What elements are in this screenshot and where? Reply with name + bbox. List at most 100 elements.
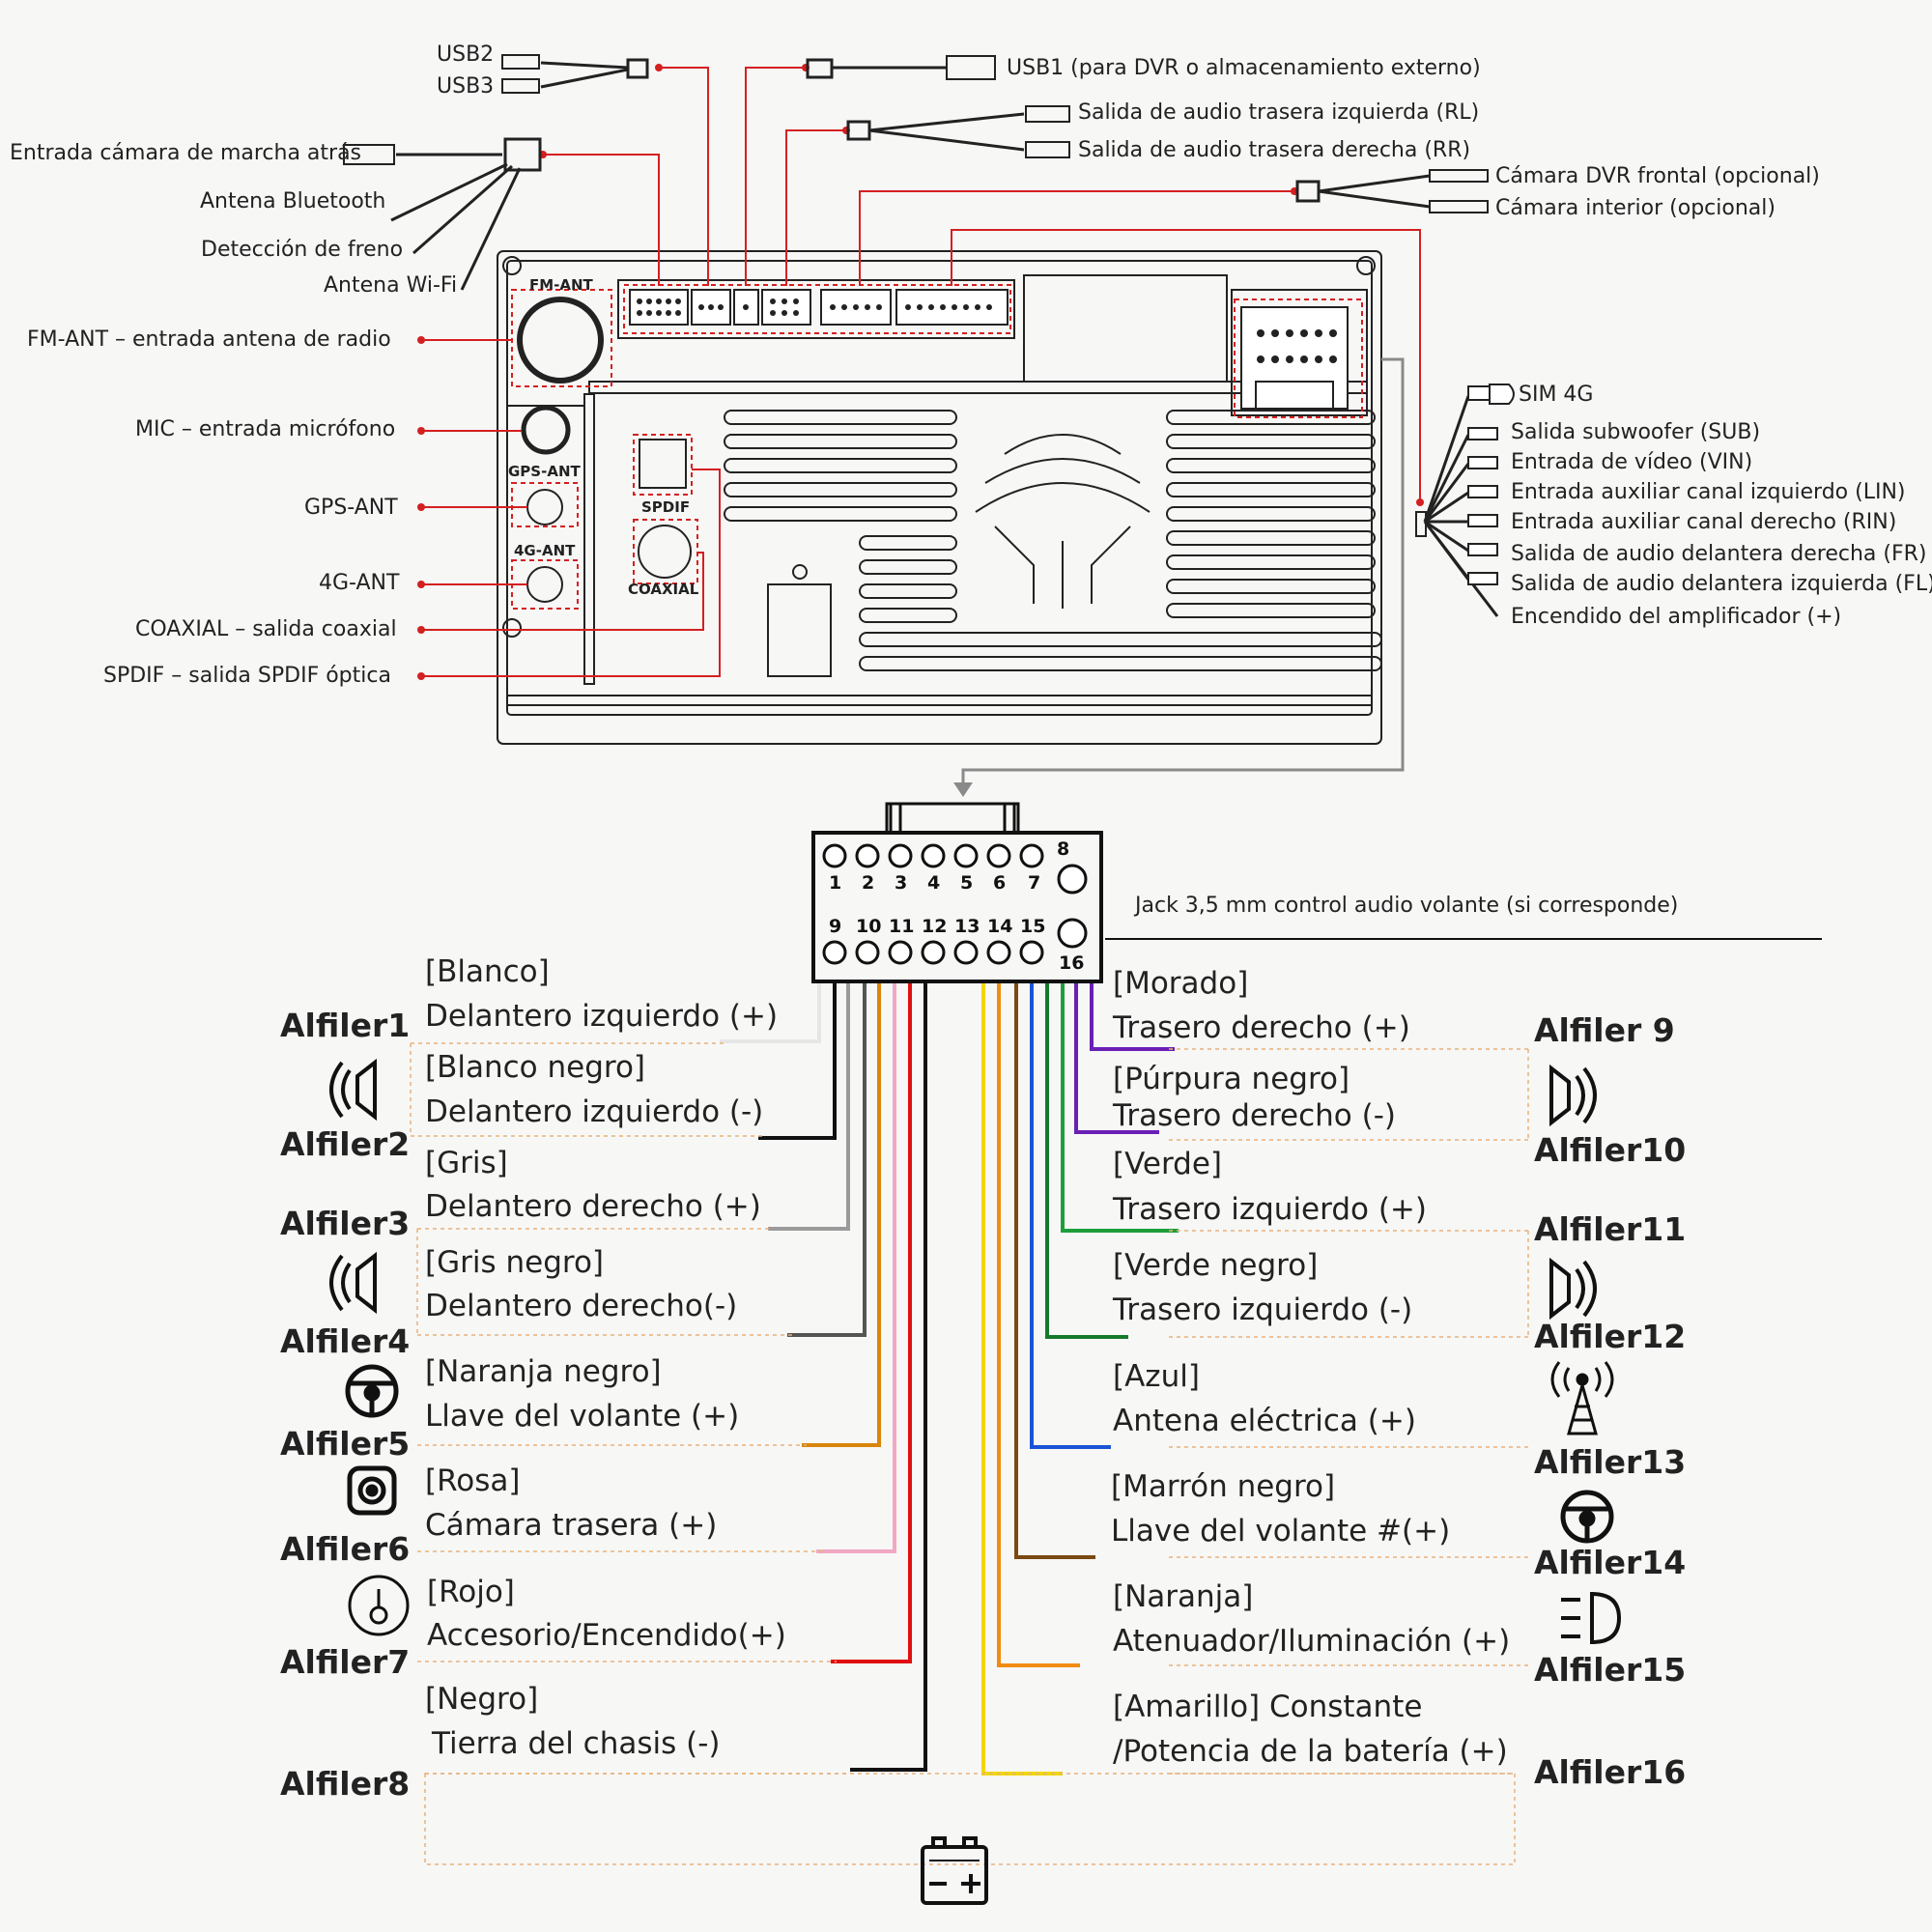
wire-color-label: [Rojo] xyxy=(427,1575,515,1609)
wire-color-label: [Blanco] xyxy=(425,954,550,989)
callout-lines xyxy=(421,67,1421,677)
amp-label: Encendido del amplificador (+) xyxy=(1511,605,1842,629)
pin-number: 5 xyxy=(960,872,974,894)
heatsink xyxy=(724,410,1382,677)
pin-hole xyxy=(986,843,1011,868)
pin-hole xyxy=(921,843,946,868)
pin-hole xyxy=(953,940,979,965)
grey-arrowhead xyxy=(953,782,973,797)
pin-number: 10 xyxy=(856,916,882,937)
lin-label: Entrada auxiliar canal izquierdo (LIN) xyxy=(1511,480,1906,504)
unit-4g-label: 4G-ANT xyxy=(514,542,576,559)
unit-fm-label: FM-ANT xyxy=(529,276,593,294)
wire-function-label: Llave del volante #(+) xyxy=(1111,1514,1451,1548)
wire-right xyxy=(997,983,1080,1667)
interior-camera-label: Cámara interior (opcional) xyxy=(1495,196,1776,220)
battery-icon xyxy=(921,1836,988,1905)
wire-function-label: Trasero izquierdo (+) xyxy=(1113,1192,1427,1227)
speaker-icon xyxy=(1549,1257,1597,1321)
wire-right xyxy=(1030,983,1111,1449)
iso-connector xyxy=(811,802,1103,983)
fm-label: FM-ANT – entrada antena de radio xyxy=(27,327,391,352)
mic-label: MIC – entrada micrófono xyxy=(135,417,396,441)
wire-function-label: Delantero derecho(-) xyxy=(425,1289,738,1323)
fr-label: Salida de audio delantera derecha (FR) xyxy=(1511,542,1927,566)
pin-hole xyxy=(986,940,1011,965)
pin-name: Alfiler10 xyxy=(1534,1131,1687,1169)
pin-hole xyxy=(822,940,847,965)
wire-right xyxy=(1061,983,1179,1233)
top-connector-pins xyxy=(637,298,1337,363)
pin-name: Alfiler6 xyxy=(280,1530,411,1568)
wire-function-label: Trasero derecho (+) xyxy=(1113,1010,1410,1045)
pin-number: 4 xyxy=(927,872,941,894)
pin-hole xyxy=(921,940,946,965)
usb2-label: USB2 xyxy=(437,43,495,67)
pin-hole xyxy=(1057,918,1088,949)
speaker-icon xyxy=(329,1251,377,1315)
pin-name: Alfiler2 xyxy=(280,1125,411,1163)
pin-number: 15 xyxy=(1020,916,1046,937)
bluetooth-label: Antena Bluetooth xyxy=(200,189,386,213)
brake-label: Detección de freno xyxy=(201,238,404,262)
wire-left xyxy=(831,983,912,1663)
headlight-icon xyxy=(1561,1591,1622,1645)
reverse-camera-label: Entrada cámara de marcha atrás xyxy=(10,141,362,165)
fl-label: Salida de audio delantera izquierda (FL) xyxy=(1511,572,1932,596)
wire-left xyxy=(802,983,881,1447)
wire-color-label: [Verde negro] xyxy=(1113,1248,1319,1283)
wire-color-label: [Marrón negro] xyxy=(1111,1469,1336,1504)
pin-name: Alfiler13 xyxy=(1534,1443,1687,1481)
pin-name: Alfiler14 xyxy=(1534,1544,1687,1581)
pin-number: 7 xyxy=(1028,872,1041,894)
wire-left xyxy=(816,983,896,1553)
pin-number: 13 xyxy=(954,916,980,937)
pin-name: Alfiler4 xyxy=(280,1322,411,1360)
pin-number: 8 xyxy=(1057,838,1070,860)
rl-label: Salida de audio trasera izquierda (RL) xyxy=(1078,100,1480,125)
wire-color-label: [Naranja negro] xyxy=(425,1354,662,1389)
battery-box xyxy=(424,1773,1516,1865)
pin-name: Alfiler15 xyxy=(1534,1651,1687,1689)
wire-function-label: Accesorio/Encendido(+) xyxy=(427,1618,786,1653)
pin-hole xyxy=(953,843,979,868)
cables xyxy=(343,54,1499,617)
pin-hole xyxy=(822,843,847,868)
antenna-icon xyxy=(1550,1361,1614,1435)
pin-name: Alfiler7 xyxy=(280,1643,411,1681)
wire-left xyxy=(850,983,927,1772)
wire-color-label: [Gris] xyxy=(425,1146,508,1180)
gps-label: GPS-ANT xyxy=(304,496,398,520)
wire-right xyxy=(1045,983,1128,1339)
wire-function-label: Delantero izquierdo (+) xyxy=(425,999,779,1034)
wire-right xyxy=(981,983,1063,1776)
pin-name: Alfiler3 xyxy=(280,1205,411,1242)
dvr-front-label: Cámara DVR frontal (opcional) xyxy=(1495,164,1820,188)
pin-hole xyxy=(888,940,913,965)
wire-right xyxy=(1074,983,1159,1134)
steering-wheel-icon xyxy=(1560,1490,1614,1544)
wire-color-label: [Negro] xyxy=(425,1682,539,1717)
pin-name: Alfiler11 xyxy=(1534,1210,1687,1248)
wire-function-label: Trasero izquierdo (-) xyxy=(1113,1293,1413,1327)
pin-number: 2 xyxy=(862,872,875,894)
vin-label: Entrada de vídeo (VIN) xyxy=(1511,450,1753,474)
rr-label: Salida de audio trasera derecha (RR) xyxy=(1078,138,1471,162)
unit-coaxial-label: COAXIAL xyxy=(628,581,699,598)
coaxial-label: COAXIAL – salida coaxial xyxy=(135,617,397,641)
sub-label: Salida subwoofer (SUB) xyxy=(1511,420,1761,444)
wire-color-label: [Verde] xyxy=(1113,1147,1223,1181)
wire-function-label: Tierra del chasis (-) xyxy=(432,1726,721,1761)
wire-left xyxy=(720,983,821,1043)
wire-function-label: Trasero derecho (-) xyxy=(1113,1098,1397,1133)
pin-number: 14 xyxy=(987,916,1013,937)
spdif-label: SPDIF – salida SPDIF óptica xyxy=(103,664,391,688)
pin-hole xyxy=(1057,864,1088,895)
unit-gps-label: GPS-ANT xyxy=(508,463,581,480)
wire-function-label: Antena eléctrica (+) xyxy=(1113,1404,1416,1438)
wire-right xyxy=(1014,983,1095,1559)
wire-color-label: [Azul] xyxy=(1113,1359,1200,1394)
wire-function-label: /Potencia de la batería (+) xyxy=(1113,1734,1508,1769)
pin-name: Alfiler8 xyxy=(280,1765,411,1803)
